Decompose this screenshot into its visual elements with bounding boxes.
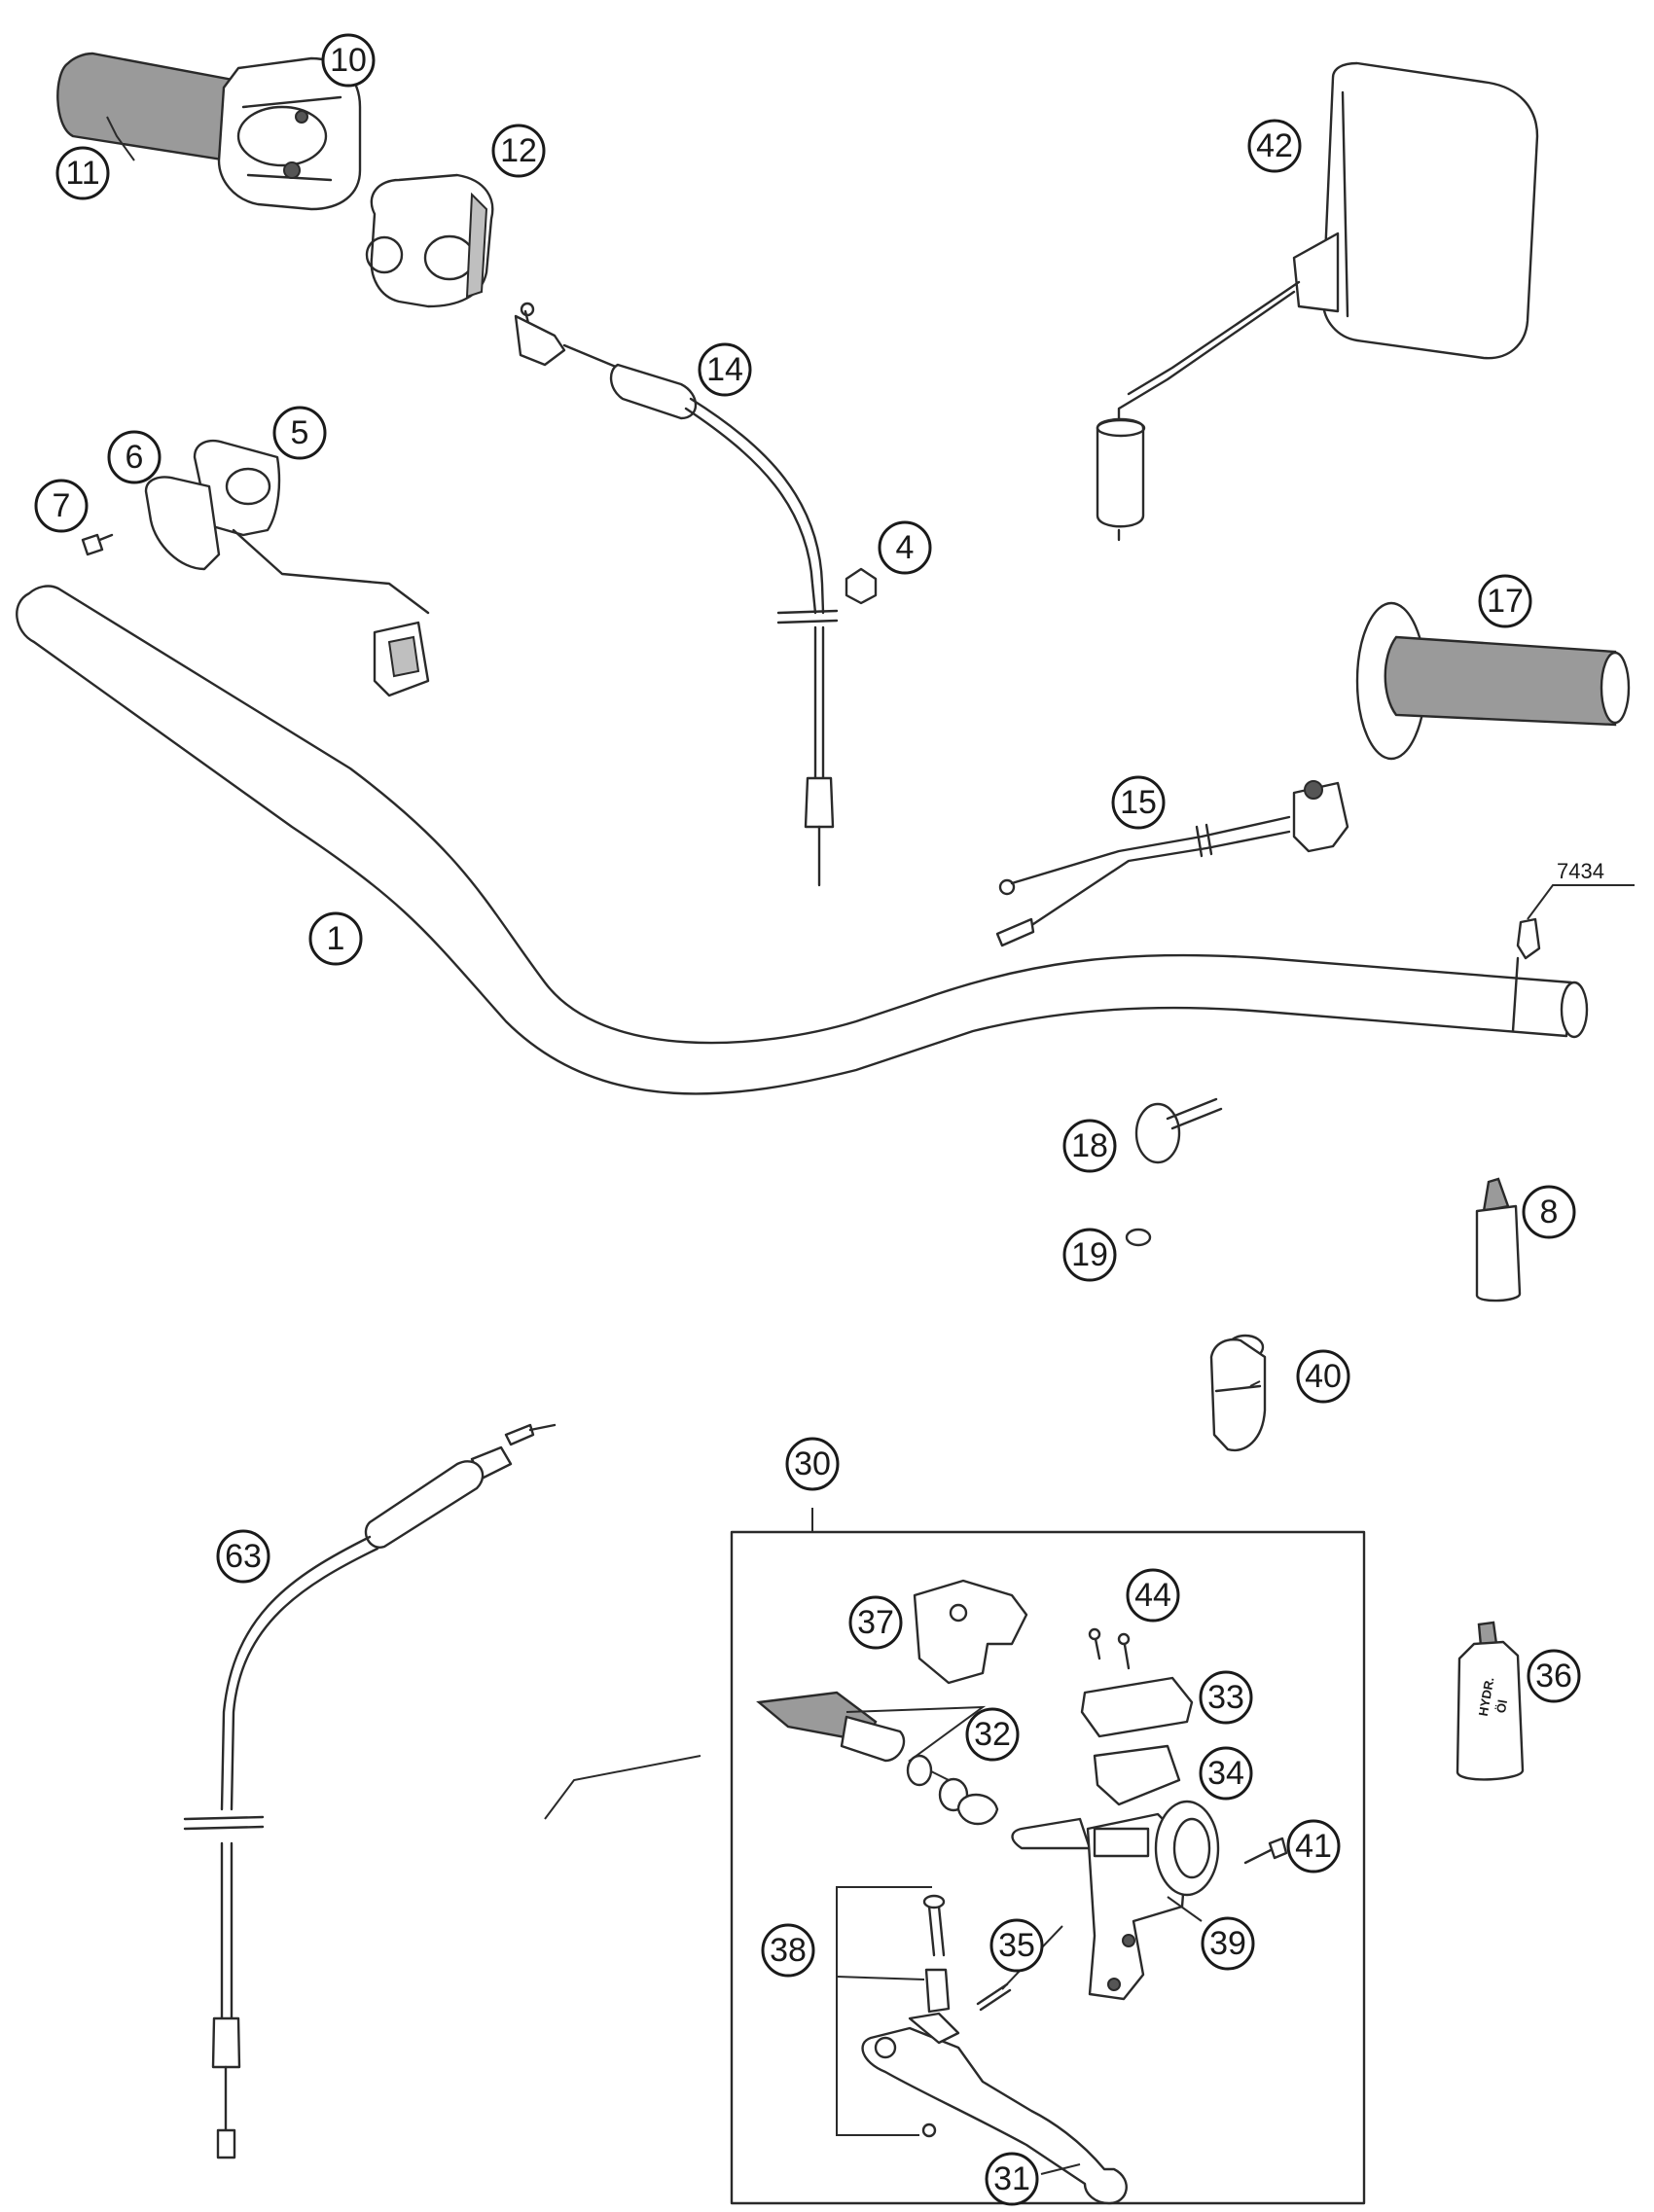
svg-text:14: 14 [706, 351, 743, 388]
throttle-cable [514, 302, 839, 887]
reference-label: 7434 [1557, 859, 1604, 883]
callout-14: 14 [698, 342, 752, 397]
callout-37: 37 [848, 1595, 903, 1650]
callout-5: 5 [272, 406, 327, 460]
callout-19: 19 [1062, 1228, 1117, 1282]
callout-36: 36 [1527, 1649, 1581, 1703]
callout-30: 30 [785, 1437, 840, 1491]
callout-40: 40 [1296, 1349, 1350, 1404]
svg-text:40: 40 [1305, 1358, 1342, 1395]
svg-text:33: 33 [1207, 1679, 1244, 1716]
svg-text:4: 4 [896, 529, 915, 566]
svg-text:19: 19 [1071, 1236, 1108, 1273]
svg-text:5: 5 [291, 414, 309, 451]
svg-text:7: 7 [53, 487, 71, 524]
callout-6: 6 [107, 430, 162, 484]
callout-7: 7 [34, 479, 89, 533]
svg-text:30: 30 [794, 1445, 831, 1482]
svg-text:31: 31 [993, 2160, 1030, 2197]
nut [845, 567, 878, 605]
callout-41: 41 [1286, 1819, 1341, 1873]
callout-1: 1 [308, 911, 363, 966]
throttle-cover [365, 173, 494, 308]
svg-text:1: 1 [327, 920, 345, 957]
throttle-grip-assembly [56, 52, 362, 211]
svg-text:10: 10 [330, 42, 367, 79]
clutch-cable [183, 1423, 557, 2159]
callout-31: 31 [985, 2152, 1039, 2206]
svg-text:12: 12 [500, 132, 537, 169]
thread-locker-bottle [1475, 1177, 1522, 1302]
svg-text:44: 44 [1134, 1577, 1171, 1614]
callout-18: 18 [1062, 1119, 1117, 1173]
svg-text:8: 8 [1540, 1194, 1559, 1231]
callout-39: 39 [1201, 1916, 1255, 1971]
cable-tie [1134, 1097, 1223, 1164]
svg-text:41: 41 [1295, 1828, 1332, 1865]
callout-33: 33 [1199, 1670, 1253, 1725]
callout-42: 42 [1247, 119, 1302, 173]
callout-38: 38 [761, 1923, 815, 1978]
small-nut [1125, 1228, 1152, 1247]
callout-35: 35 [989, 1918, 1044, 1973]
svg-text:11: 11 [65, 155, 99, 192]
callout-4: 4 [878, 520, 932, 575]
svg-text:18: 18 [1071, 1127, 1108, 1164]
svg-text:38: 38 [770, 1932, 807, 1969]
callout-44: 44 [1126, 1568, 1180, 1623]
svg-text:42: 42 [1256, 127, 1293, 164]
callout-10: 10 [321, 33, 376, 88]
master-cylinder-group [730, 1508, 1366, 2205]
switch-clamp [81, 439, 430, 697]
handlebar [16, 585, 1589, 1095]
callout-15: 15 [1111, 775, 1166, 830]
svg-text:15: 15 [1120, 784, 1157, 821]
svg-text:39: 39 [1209, 1925, 1246, 1962]
left-grip [1355, 601, 1631, 761]
svg-text:35: 35 [998, 1927, 1035, 1964]
callout-32: 32 [965, 1707, 1020, 1762]
svg-text:34: 34 [1207, 1755, 1244, 1792]
callout-17: 17 [1478, 574, 1532, 628]
svg-text:36: 36 [1535, 1658, 1572, 1695]
callout-63: 63 [216, 1529, 270, 1584]
callout-11: 11 [55, 146, 110, 200]
svg-text:37: 37 [857, 1604, 894, 1641]
svg-text:17: 17 [1487, 583, 1524, 620]
bottle-label-line-2: Öl [1493, 1698, 1510, 1714]
reference-7434: 7434 [1516, 859, 1635, 960]
svg-text:63: 63 [225, 1538, 262, 1575]
callout-34: 34 [1199, 1746, 1253, 1801]
mirror [1096, 61, 1539, 542]
group-frame [730, 1530, 1366, 2205]
callout-12: 12 [491, 124, 546, 178]
lever-clamp [1209, 1334, 1267, 1452]
callout-8: 8 [1522, 1185, 1576, 1239]
bottle-label-line-1: HYDR. [1476, 1676, 1497, 1717]
svg-text:32: 32 [974, 1716, 1011, 1753]
svg-text:6: 6 [126, 439, 144, 476]
hydraulic-oil-bottle: HYDR. Öl [1456, 1621, 1525, 1781]
kill-switch [995, 780, 1349, 947]
callouts: 1 4 5 6 7 8 10 11 12 14 15 17 18 19 30 3… [34, 33, 1581, 2206]
